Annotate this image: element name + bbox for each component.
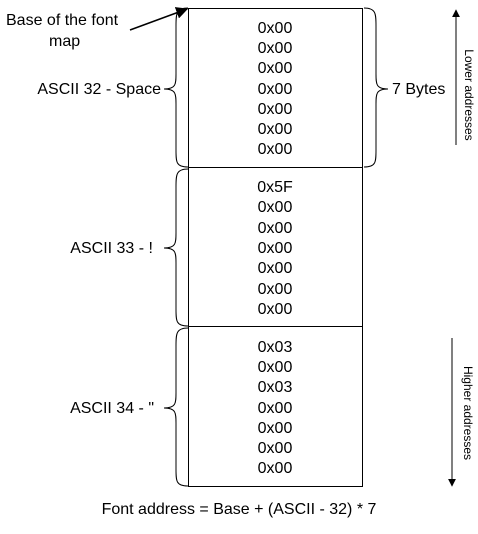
- memory-block-ascii-34: [188, 326, 363, 487]
- byte-cell: 0x00: [257, 281, 293, 298]
- base-label-line-2: map: [49, 33, 81, 50]
- brace-ascii-34: [163, 327, 189, 487]
- formula: Font address = Base + (ASCII - 32) * 7: [101, 501, 377, 518]
- brace-7-bytes: [363, 7, 389, 168]
- byte-cell: 0x5F: [257, 179, 293, 196]
- byte-cell: 0x00: [257, 220, 293, 237]
- byte-cell: 0x00: [257, 40, 293, 57]
- base-pointer-arrow: [129, 7, 189, 31]
- byte-cell: 0x00: [257, 141, 293, 158]
- higher-addresses-label: Higher addresses: [461, 365, 475, 461]
- byte-cell: 0x00: [257, 400, 293, 417]
- byte-cell: 0x00: [257, 101, 293, 118]
- brace-ascii-32: [163, 7, 189, 168]
- block-label-ascii-34: ASCII 34 - ": [70, 400, 154, 417]
- byte-cell: 0x00: [257, 121, 293, 138]
- byte-cell: 0x00: [257, 460, 293, 477]
- byte-cell: 0x00: [257, 240, 293, 257]
- block-label-ascii-32: ASCII 32 - Space: [37, 81, 161, 98]
- byte-cell: 0x00: [257, 20, 293, 37]
- lower-addresses-label: Lower addresses: [462, 49, 476, 141]
- base-label-line-1: Base of the font: [6, 12, 119, 29]
- byte-cell: 0x00: [257, 301, 293, 318]
- byte-cell: 0x00: [257, 260, 293, 277]
- byte-cell: 0x00: [257, 359, 293, 376]
- block-label-ascii-33: ASCII 33 - !: [70, 240, 153, 257]
- byte-cell: 0x00: [257, 81, 293, 98]
- byte-cell: 0x03: [257, 379, 293, 396]
- byte-cell: 0x00: [257, 420, 293, 437]
- size-label: 7 Bytes: [392, 81, 446, 98]
- brace-ascii-33: [163, 168, 189, 327]
- byte-cell: 0x00: [257, 199, 293, 216]
- byte-cell: 0x00: [257, 60, 293, 77]
- byte-cell: 0x00: [257, 440, 293, 457]
- byte-cell: 0x03: [257, 339, 293, 356]
